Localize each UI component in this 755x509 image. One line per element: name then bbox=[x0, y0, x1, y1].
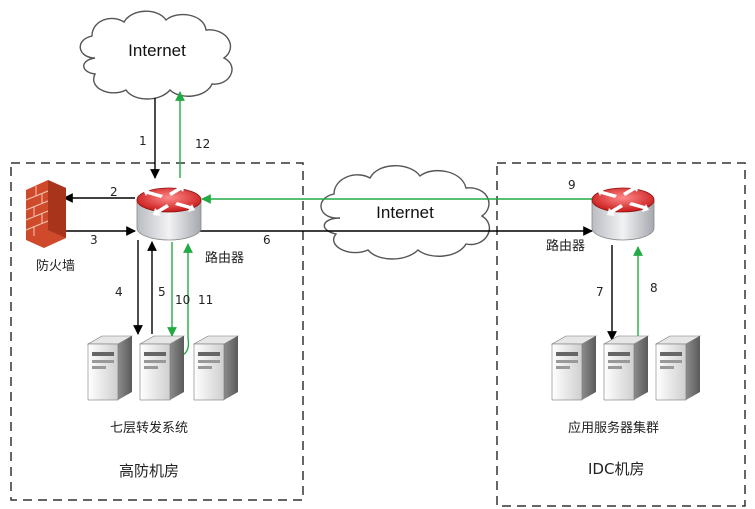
step-label-3: 3 bbox=[90, 233, 98, 247]
top-cloud-label: Internet bbox=[128, 41, 186, 60]
step-label-5: 5 bbox=[158, 285, 166, 299]
right-router-label: 路由器 bbox=[546, 238, 585, 254]
step-label-4: 4 bbox=[115, 285, 123, 299]
step-label-11: 11 bbox=[198, 293, 213, 307]
top-internet-cloud bbox=[79, 10, 233, 100]
step-label-7: 7 bbox=[596, 285, 604, 299]
step-label-12: 12 bbox=[195, 137, 210, 151]
left-router-label: 路由器 bbox=[205, 250, 244, 266]
step-label-2: 2 bbox=[110, 185, 118, 199]
step-label-10: 10 bbox=[175, 293, 190, 307]
left-room-title: 高防机房 bbox=[119, 462, 179, 480]
left-router-icon bbox=[136, 184, 202, 241]
right-room-frame bbox=[496, 162, 746, 507]
step-label-9: 9 bbox=[568, 178, 576, 192]
step-label-6: 6 bbox=[263, 233, 271, 247]
left-server-group-icon bbox=[86, 335, 240, 401]
right-router-icon bbox=[591, 184, 655, 241]
left-servers-label: 七层转发系统 bbox=[110, 420, 188, 436]
right-room-title: IDC机房 bbox=[588, 460, 644, 478]
step-label-8: 8 bbox=[650, 281, 658, 295]
step-label-1: 1 bbox=[139, 134, 147, 148]
middle-internet-cloud bbox=[320, 165, 491, 260]
right-servers-label: 应用服务器集群 bbox=[568, 420, 659, 436]
firewall-label: 防火墙 bbox=[36, 258, 75, 274]
right-server-group-icon bbox=[550, 335, 702, 401]
middle-cloud-label: Internet bbox=[376, 203, 434, 222]
firewall-icon bbox=[25, 180, 66, 248]
